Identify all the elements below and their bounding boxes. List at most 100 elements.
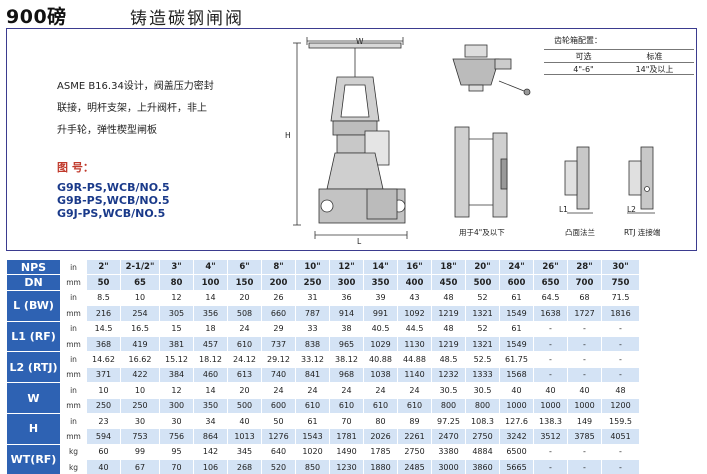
row-unit: kg (60, 443, 87, 461)
table-cell: 6500 (499, 443, 534, 461)
table-cell: 2470 (431, 428, 466, 445)
table-cell: 6" (227, 258, 262, 276)
table-cell: 300 (329, 274, 364, 291)
table-cell: 23 (86, 412, 121, 430)
table-cell: 10 (120, 382, 160, 399)
table-cell: 1785 (363, 443, 398, 461)
table-cell: 610 (397, 397, 432, 414)
table-cell: 1543 (295, 428, 330, 445)
row-key: NPS (6, 258, 61, 276)
table-cell: 1568 (499, 366, 534, 384)
table-cell: 61 (499, 320, 534, 337)
description: ASME B16.34设计，阀盖压力密封 联接，明杆支架，上升阀杆，非上 升手轮… (57, 76, 247, 142)
table-cell: 1321 (465, 335, 500, 353)
table-cell: 660 (261, 305, 296, 322)
gearbox-title: 齿轮箱配置： (554, 36, 602, 45)
table-cell: 24 (329, 382, 364, 399)
table-cell: 753 (120, 428, 160, 445)
table-cell: 40.88 (363, 351, 398, 368)
table-cell: - (533, 351, 568, 368)
table-cell: 18" (431, 258, 466, 276)
gearbox-config: 齿轮箱配置： 可选 标准 4"-6" 14"及以上 (544, 35, 694, 75)
table-cell: 787 (295, 305, 330, 322)
table-cell: 250 (86, 397, 121, 414)
table-cell: 15.12 (159, 351, 194, 368)
table-cell: 500 (227, 397, 262, 414)
table-cell: 80 (363, 412, 398, 430)
table-cell: 52 (465, 289, 500, 307)
table-cell: 24 (363, 382, 398, 399)
table-cell: 3242 (499, 428, 534, 445)
table-cell: 1092 (397, 305, 432, 322)
table-cell: 18.12 (193, 351, 228, 368)
table-cell: 1013 (227, 428, 262, 445)
table-cell: 419 (120, 335, 160, 353)
table-cell: 39 (363, 289, 398, 307)
table-cell: - (601, 351, 640, 368)
table-cell: - (533, 459, 568, 474)
model-number: G9J-PS,WCB/NO.5 (57, 207, 166, 220)
table-cell: 95 (159, 443, 194, 461)
table-cell: 108.3 (465, 412, 500, 430)
row-unit: in (60, 258, 87, 276)
table-cell: 43 (397, 289, 432, 307)
table-cell: 10 (86, 382, 121, 399)
table-cell: 250 (295, 274, 330, 291)
table-cell: 268 (227, 459, 262, 474)
row-key: WT(RF) (6, 443, 61, 474)
table-cell: 1020 (295, 443, 330, 461)
gearbox-value: 4"-6" (573, 65, 594, 74)
table-cell: 20 (227, 289, 262, 307)
table-cell: 1321 (465, 305, 500, 322)
table-cell: - (567, 459, 602, 474)
table-cell: 12 (159, 382, 194, 399)
table-cell: 70 (329, 412, 364, 430)
row-key: L2 (RTJ) (6, 351, 61, 384)
table-cell: 1038 (363, 366, 398, 384)
table-cell: 200 (261, 274, 296, 291)
description-line: 联接，明杆支架，上升阀杆，非上 (57, 103, 207, 114)
table-cell: 841 (295, 366, 330, 384)
table-cell: 613 (227, 366, 262, 384)
table-cell: 44.88 (397, 351, 432, 368)
table-cell: 2485 (397, 459, 432, 474)
description-line: 升手轮，弹性楔型闸板 (57, 125, 157, 136)
row-unit: mm (60, 274, 87, 291)
table-cell: 24 (227, 320, 262, 337)
table-cell: 29.12 (261, 351, 296, 368)
model-number: G9B-PS,WCB/NO.5 (57, 194, 170, 207)
table-cell: 24.12 (227, 351, 262, 368)
table-cell: 1727 (567, 305, 602, 322)
table-cell: 991 (363, 305, 398, 322)
table-cell: - (601, 320, 640, 337)
table-cell: 61 (499, 289, 534, 307)
table-cell: 1490 (329, 443, 364, 461)
gearbox-header: 可选 (575, 52, 592, 61)
table-cell: 740 (261, 366, 296, 384)
table-cell: 422 (120, 366, 160, 384)
table-cell: 610 (329, 397, 364, 414)
table-cell: 1232 (431, 366, 466, 384)
table-cell: 14.5 (86, 320, 121, 337)
table-cell: 38.12 (329, 351, 364, 368)
table-cell: 44.5 (397, 320, 432, 337)
table-cell: 3380 (431, 443, 466, 461)
table-cell: 610 (363, 397, 398, 414)
table-cell: 36 (329, 289, 364, 307)
table-cell: 1816 (601, 305, 640, 322)
table-cell: 965 (329, 335, 364, 353)
table-cell: 16.5 (120, 320, 160, 337)
table-cell: 8" (261, 258, 296, 276)
table-cell: 4" (193, 258, 228, 276)
table-cell: 300 (159, 397, 194, 414)
table-cell: 159.5 (601, 412, 640, 430)
table-cell: 60 (86, 443, 121, 461)
